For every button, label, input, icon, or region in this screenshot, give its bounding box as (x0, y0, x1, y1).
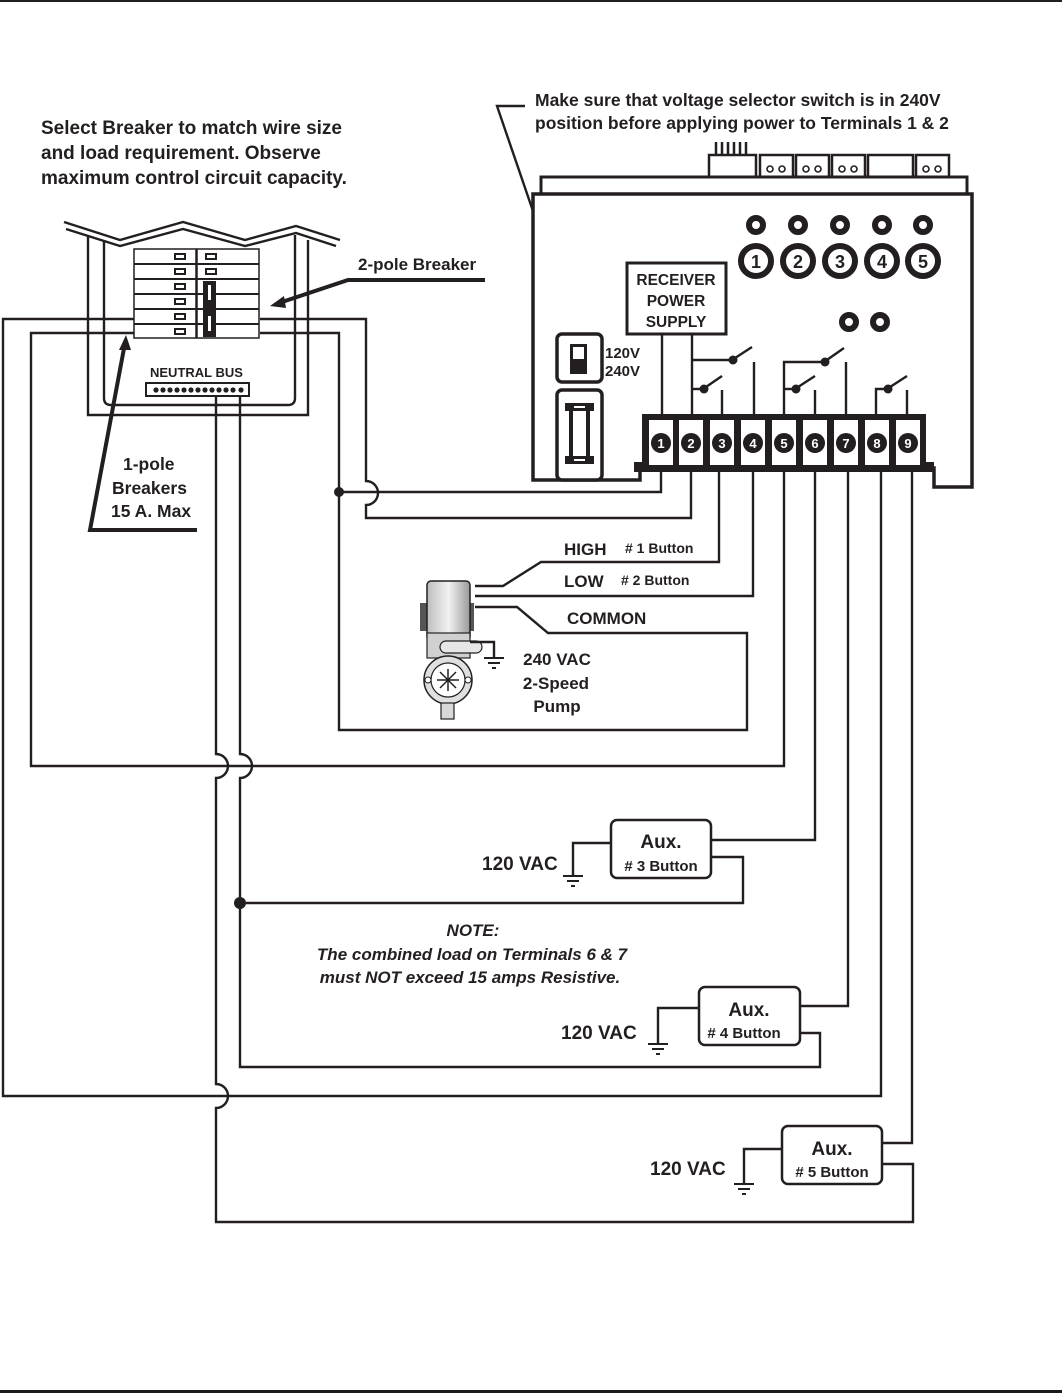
breaker-instruction: Select Breaker to match wire size and lo… (41, 118, 347, 189)
button-indicator (780, 243, 816, 279)
voltage-option: 120V (605, 345, 640, 362)
impeller-icon (437, 669, 459, 691)
aux-voltage: 120 VAC (650, 1159, 726, 1180)
receiver-label-line: RECEIVER (636, 272, 715, 289)
note-line: must NOT exceed 15 amps Resistive. (320, 968, 620, 987)
terminal-number: 6 (811, 436, 818, 451)
field-wiring (1, 317, 915, 1224)
button-number: 1 (751, 252, 761, 272)
note-title: NOTE: (447, 921, 500, 940)
button-indicator (822, 243, 858, 279)
pump-description-line: 240 VAC (523, 650, 591, 669)
pump-description-line: Pump (533, 697, 580, 716)
terminal-number: 2 (687, 436, 694, 451)
note-line: The combined load on Terminals 6 & 7 (317, 945, 629, 964)
voltage-instruction-line: position before applying power to Termin… (535, 113, 949, 133)
aux-button-label: # 4 Button (707, 1025, 780, 1042)
low-label: LOW (564, 572, 605, 591)
common-label: COMMON (567, 609, 646, 628)
button-number: 5 (918, 252, 928, 272)
control-box: 1 2 3 4 5 RECEIVER POWER SUPPLY 120V 240… (531, 142, 974, 489)
terminal-screw (651, 433, 671, 453)
aux-button-label: # 3 Button (624, 858, 697, 875)
breaker-instruction-line: maximum control circuit capacity. (41, 168, 347, 189)
button-indicator (738, 243, 774, 279)
aux-box (780, 1124, 884, 1186)
arrowhead-icon (119, 335, 131, 350)
terminal-number: 7 (842, 436, 849, 451)
terminal-number: 3 (718, 436, 725, 451)
arrowhead-icon (270, 296, 286, 308)
one-pole-label-line: Breakers (112, 478, 187, 498)
aux-title: Aux. (640, 832, 681, 853)
breaker-instruction-line: and load requirement. Observe (41, 143, 321, 164)
terminal-strip: 1 2 3 4 5 6 7 8 9 (634, 414, 934, 472)
neutral-bus-screws (153, 387, 244, 393)
button-number: 2 (793, 252, 803, 272)
breaker-instruction-line: Select Breaker to match wire size (41, 118, 342, 139)
ground-icon (648, 1043, 668, 1055)
load-note: NOTE: The combined load on Terminals 6 &… (317, 921, 629, 987)
aux-box (697, 985, 802, 1047)
terminal-screw (805, 433, 825, 453)
terminal-screw (681, 433, 701, 453)
fuse-icon (565, 403, 594, 464)
aux-button-label: # 5 Button (795, 1164, 868, 1181)
terminal-screw (867, 433, 887, 453)
terminal-number: 5 (780, 436, 787, 451)
terminal-number: 4 (749, 436, 757, 451)
aux-load-4: Aux. # 4 Button 120 VAC (561, 985, 802, 1055)
neutral-bus-label: NEUTRAL BUS (150, 365, 243, 380)
bottom-rule (0, 1390, 1062, 1393)
breaker-panel: NEUTRAL BUS (63, 220, 341, 417)
terminal-screw (836, 433, 856, 453)
button-indicator (905, 243, 941, 279)
aux-voltage: 120 VAC (482, 854, 558, 875)
one-pole-leader-line (87, 342, 197, 532)
terminal-number: 1 (657, 436, 664, 451)
terminal-screw (898, 433, 918, 453)
aux-box (609, 818, 713, 880)
aux-title: Aux. (811, 1139, 852, 1160)
button-number: 4 (877, 252, 887, 272)
one-pole-breakers-label: 1-pole Breakers 15 A. Max (111, 454, 191, 521)
breaker-stack (133, 248, 260, 339)
pump-description-line: 2-Speed (523, 674, 589, 693)
receiver-label-line: SUPPLY (646, 314, 707, 331)
terminal-screw (774, 433, 794, 453)
ground-icon (484, 657, 504, 669)
aux-load-5: Aux. # 5 Button 120 VAC (650, 1124, 884, 1195)
terminal-screw (743, 433, 763, 453)
one-pole-label-line: 1-pole (123, 454, 175, 474)
button-number: 3 (835, 252, 845, 272)
ground-icon (563, 875, 583, 887)
aux-load-3: Aux. # 3 Button 120 VAC (482, 818, 713, 887)
pump-motor (420, 580, 504, 720)
two-pole-leader-line (275, 278, 485, 306)
terminal-number: 9 (904, 436, 911, 451)
voltage-instruction-line: Make sure that voltage selector switch i… (535, 90, 941, 110)
high-button-label: # 1 Button (625, 540, 693, 556)
high-label: HIGH (564, 540, 607, 559)
terminal-screw (712, 433, 732, 453)
aux-title: Aux. (728, 1000, 769, 1021)
button-indicator (864, 243, 900, 279)
aux-voltage: 120 VAC (561, 1023, 637, 1044)
top-rule (0, 0, 1062, 2)
voltage-instruction: Make sure that voltage selector switch i… (535, 90, 949, 133)
receiver-power-supply (625, 261, 728, 336)
two-pole-breaker-label: 2-pole Breaker (358, 255, 476, 274)
voltage-option: 240V (605, 363, 640, 380)
one-pole-label-line: 15 A. Max (111, 501, 191, 521)
receiver-label-line: POWER (647, 293, 706, 310)
button-indicators: 1 2 3 4 5 (738, 243, 941, 279)
ground-icon (734, 1183, 754, 1195)
low-button-label: # 2 Button (621, 572, 689, 588)
terminal-number: 8 (873, 436, 880, 451)
